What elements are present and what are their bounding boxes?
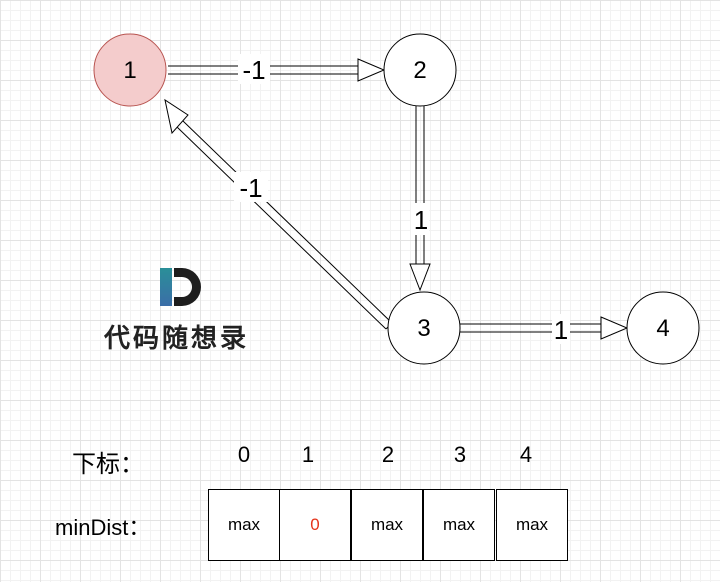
- edge-1-2-weight: -1: [242, 55, 265, 85]
- node-3: 3: [387, 291, 461, 365]
- mindist-cell-2: max: [351, 489, 423, 561]
- mindist-cell-1: 0: [279, 489, 351, 561]
- edge-3-4-weight: 1: [554, 315, 568, 345]
- index-4: 4: [519, 442, 533, 467]
- edge-2-3-weight: 1: [414, 205, 428, 235]
- node-3-label: 3: [417, 315, 430, 342]
- index-3: 3: [453, 442, 467, 467]
- index-2: 2: [381, 442, 395, 467]
- mindist-label: minDist：: [55, 515, 151, 540]
- edge-3-1: -1: [164, 98, 393, 330]
- graph-canvas: -1 1 -1 1 1 2 3 4: [93, 33, 700, 365]
- node-4: 4: [626, 291, 700, 365]
- edge-3-1-weight: -1: [239, 173, 262, 203]
- edge-3-4: 1: [460, 314, 629, 345]
- logo-d-icon: [160, 268, 201, 306]
- edge-2-3: 1: [409, 106, 431, 292]
- node-2-label: 2: [413, 57, 426, 84]
- node-1-label: 1: [123, 57, 136, 84]
- edge-1-2: -1: [168, 54, 386, 85]
- logo-text: 代码随想录: [104, 324, 250, 354]
- node-1: 1: [93, 33, 167, 107]
- index-1: 1: [301, 442, 315, 467]
- index-label: 下标：: [72, 451, 144, 478]
- node-2: 2: [383, 33, 457, 107]
- index-0: 0: [237, 442, 251, 467]
- mindist-cell-3: max: [423, 489, 495, 561]
- mindist-cell-0: max: [208, 489, 280, 561]
- mindist-cell-4: max: [496, 489, 568, 561]
- node-4-label: 4: [656, 315, 669, 342]
